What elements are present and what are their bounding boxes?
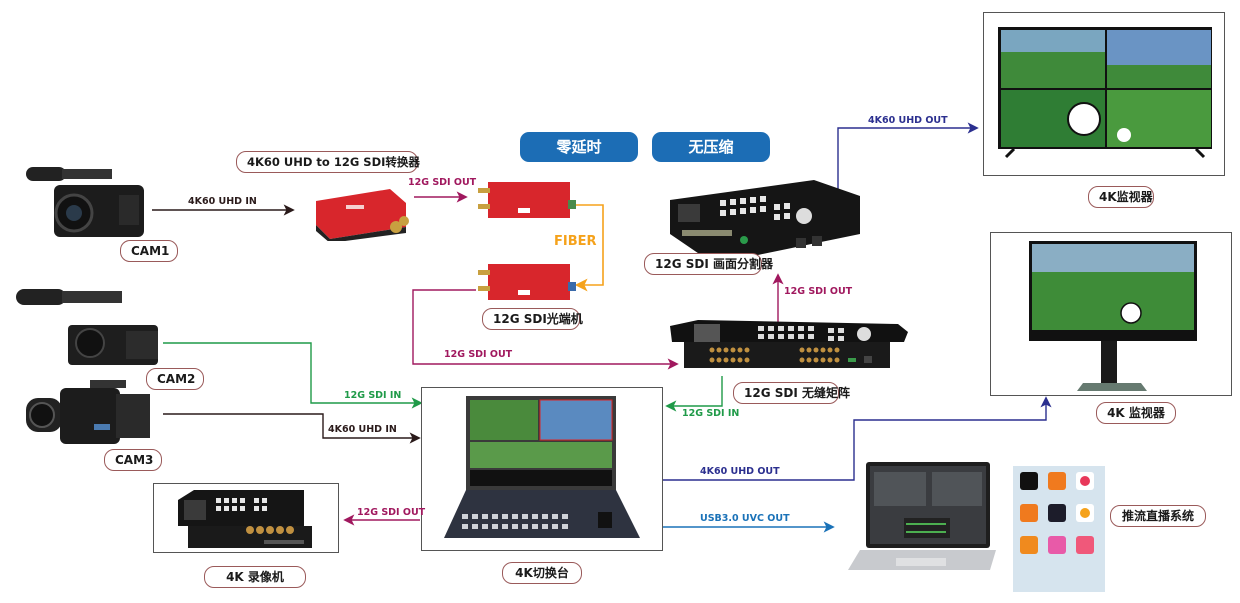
camera-cam1 <box>24 155 144 240</box>
signal-switcher-uhd-out: 4K60 UHD OUT <box>700 466 780 477</box>
streaming-apps-panel <box>1013 466 1105 592</box>
frame-desk-monitor <box>990 232 1232 396</box>
label-tv-monitor: 4K监视器 <box>1088 186 1154 208</box>
converter-box-icon <box>316 189 409 243</box>
label-cam3: CAM3 <box>104 449 162 471</box>
laptop-icon <box>848 462 996 570</box>
line-cam3-switcher <box>163 413 421 444</box>
rack-unit-icon <box>670 180 860 264</box>
label-matrix: 12G SDI 无缝矩阵 <box>733 382 850 404</box>
camera-cam3 <box>24 378 154 448</box>
app-icons-grid <box>1020 472 1094 554</box>
badge-zero-latency: 零延时 <box>520 132 638 162</box>
frame-switcher <box>421 387 663 551</box>
signal-cam2-sdi-in: 12G SDI IN <box>344 390 402 401</box>
signal-cam3-uhd-in: 4K60 UHD IN <box>328 424 397 435</box>
label-recorder: 4K 录像机 <box>204 566 306 588</box>
line-cam2-switcher <box>163 342 423 409</box>
fiber-receiver-icon <box>478 264 576 300</box>
fiber-transmitter-icon <box>478 182 576 218</box>
signal-matrix-sdi-out: 12G SDI OUT <box>784 286 853 297</box>
tv-screen-icon <box>998 27 1212 159</box>
signal-converter-sdi-out: 12G SDI OUT <box>408 177 477 188</box>
label-cam2: CAM2 <box>146 368 204 390</box>
label-cam1: CAM1 <box>120 240 178 262</box>
line-matrix-switcher <box>665 376 723 412</box>
line-switcher-monitor <box>663 396 1052 481</box>
desk-monitor-icon <box>1029 241 1197 391</box>
line-fiber-matrix <box>412 289 679 370</box>
switcher-console-icon <box>444 396 640 538</box>
label-fiber-transceiver: 12G SDI光端机 <box>482 308 583 330</box>
frame-recorder <box>153 483 339 553</box>
recorder-icon <box>178 490 312 548</box>
line-multiviewer-tv <box>837 122 979 196</box>
signal-cam1-uhd-in: 4K60 UHD IN <box>188 196 257 207</box>
label-converter: 4K60 UHD to 12G SDI转换器 <box>236 151 420 173</box>
signal-switcher-sdi-out: 12G SDI OUT <box>357 507 426 518</box>
matrix-rack-icon <box>670 320 908 368</box>
device-fiber-rx <box>478 262 578 302</box>
signal-fiber-sdi-out: 12G SDI OUT <box>444 349 513 360</box>
device-fiber-tx <box>478 180 578 220</box>
signal-switcher-usb-out: USB3.0 UVC OUT <box>700 513 790 524</box>
camera-cam2 <box>14 285 164 367</box>
device-converter <box>310 183 410 243</box>
camcorder-icon <box>16 289 158 365</box>
line-fiber <box>574 204 604 292</box>
label-desk-monitor: 4K 监视器 <box>1096 402 1176 424</box>
signal-multiviewer-uhd-out: 4K60 UHD OUT <box>868 115 948 126</box>
label-streaming-system: 推流直播系统 <box>1110 505 1206 527</box>
label-multiviewer: 12G SDI 画面分割器 <box>644 253 773 275</box>
cinema-camera-icon <box>26 380 150 444</box>
device-laptop <box>846 462 996 576</box>
frame-tv-monitor <box>983 12 1225 176</box>
camcorder-icon <box>26 167 144 237</box>
badge-uncompressed: 无压缩 <box>652 132 770 162</box>
device-matrix <box>668 318 908 374</box>
signal-matrix-to-switcher: 12G SDI IN <box>682 408 740 419</box>
signal-fiber-label: FIBER <box>554 234 597 249</box>
label-switcher: 4K切换台 <box>502 562 582 584</box>
device-multiviewer <box>664 178 864 266</box>
